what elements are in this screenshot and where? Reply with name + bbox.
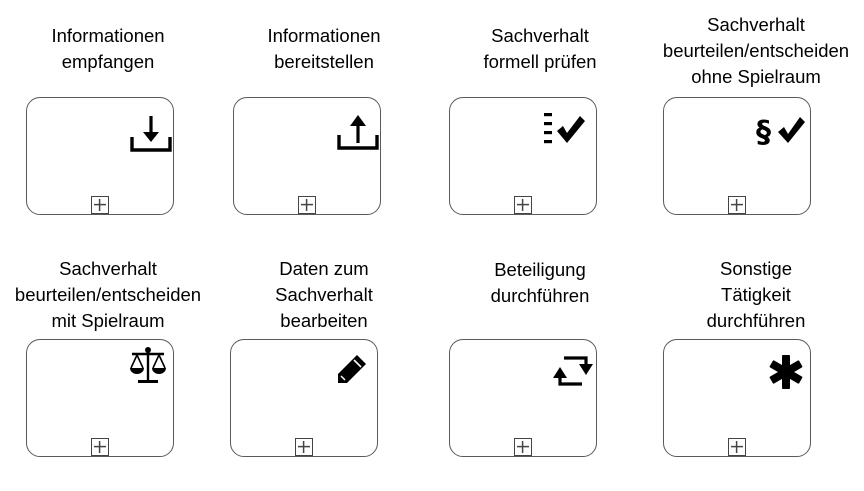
subprocess-plus-icon[interactable] xyxy=(514,196,532,214)
subprocess-box[interactable]: § xyxy=(663,97,811,215)
task-label-line: beurteilen/entscheiden xyxy=(14,284,202,305)
subprocess-plus-icon[interactable] xyxy=(728,438,746,456)
subprocess-box[interactable] xyxy=(449,339,597,457)
pencil-icon xyxy=(338,355,366,383)
task-label-line: bearbeiten xyxy=(280,310,368,331)
task-label-line: ohne Spielraum xyxy=(691,66,821,87)
task-informationen-empfangen: Informationen empfangen xyxy=(0,0,216,245)
scales-icon xyxy=(130,347,166,383)
task-label-line: Sachverhalt xyxy=(275,284,373,305)
task-label: Sachverhalt formell prüfen xyxy=(432,23,648,75)
subprocess-box[interactable] xyxy=(26,97,174,215)
task-label: Sachverhalt beurteilen/entscheiden mit S… xyxy=(0,256,216,334)
task-daten-bearbeiten: Daten zum Sachverhalt bearbeiten xyxy=(216,245,432,490)
task-label: Informationen empfangen xyxy=(0,23,216,75)
task-label-line: beurteilen/entscheiden xyxy=(662,40,850,61)
subprocess-plus-icon[interactable] xyxy=(295,438,313,456)
task-beurteilen-mit-spielraum: Sachverhalt beurteilen/entscheiden mit S… xyxy=(0,245,216,490)
task-label-line: Sachverhalt xyxy=(59,258,157,279)
task-label: Sachverhalt beurteilen/entscheiden ohne … xyxy=(648,12,864,90)
task-beteiligung-durchfuehren: Beteiligung durchführen xyxy=(432,245,648,490)
task-label: Informationen bereitstellen xyxy=(216,23,432,75)
subprocess-box[interactable] xyxy=(449,97,597,215)
checklist-check-icon xyxy=(544,113,585,144)
task-label-line: durchführen xyxy=(490,285,590,306)
task-beurteilen-ohne-spielraum: Sachverhalt beurteilen/entscheiden ohne … xyxy=(648,0,864,245)
task-label-line: Informationen xyxy=(267,25,381,46)
task-label-line: Sachverhalt xyxy=(491,25,589,46)
subprocess-plus-icon[interactable] xyxy=(728,196,746,214)
task-label-line: Sonstige xyxy=(720,258,792,279)
task-label: Sonstige Tätigkeit durchführen xyxy=(648,256,864,334)
subprocess-plus-icon[interactable] xyxy=(91,196,109,214)
subprocess-plus-icon[interactable] xyxy=(514,438,532,456)
task-label-line: Informationen xyxy=(51,25,165,46)
subprocess-box[interactable] xyxy=(26,339,174,457)
task-label: Beteiligung durchführen xyxy=(432,257,648,309)
paragraph-sign: § xyxy=(756,115,771,150)
subprocess-plus-icon[interactable] xyxy=(298,196,316,214)
subprocess-box[interactable] xyxy=(230,339,378,457)
task-label-line: Tätigkeit xyxy=(721,284,791,305)
asterisk-icon xyxy=(769,355,803,389)
task-label-line: empfangen xyxy=(61,51,155,72)
task-sonstige-taetigkeit: Sonstige Tätigkeit durchführen xyxy=(648,245,864,490)
task-informationen-bereitstellen: Informationen bereitstellen xyxy=(216,0,432,245)
task-label-line: Sachverhalt xyxy=(707,14,805,35)
paragraph-check-icon: § xyxy=(756,115,805,150)
upload-tray-icon xyxy=(337,115,379,150)
task-sachverhalt-formell-pruefen: Sachverhalt formell prüfen xyxy=(432,0,648,245)
subprocess-box[interactable] xyxy=(663,339,811,457)
task-label-line: bereitstellen xyxy=(274,51,374,72)
exchange-arrows-icon xyxy=(553,356,593,386)
task-label-line: Daten zum xyxy=(279,258,369,279)
subprocess-plus-icon[interactable] xyxy=(91,438,109,456)
download-tray-icon xyxy=(130,116,172,152)
task-label: Daten zum Sachverhalt bearbeiten xyxy=(216,256,432,334)
task-label-line: Beteiligung xyxy=(494,259,586,280)
task-label-line: durchführen xyxy=(706,310,806,331)
task-label-line: formell prüfen xyxy=(483,51,597,72)
subprocess-box[interactable] xyxy=(233,97,381,215)
task-label-line: mit Spielraum xyxy=(51,310,165,331)
